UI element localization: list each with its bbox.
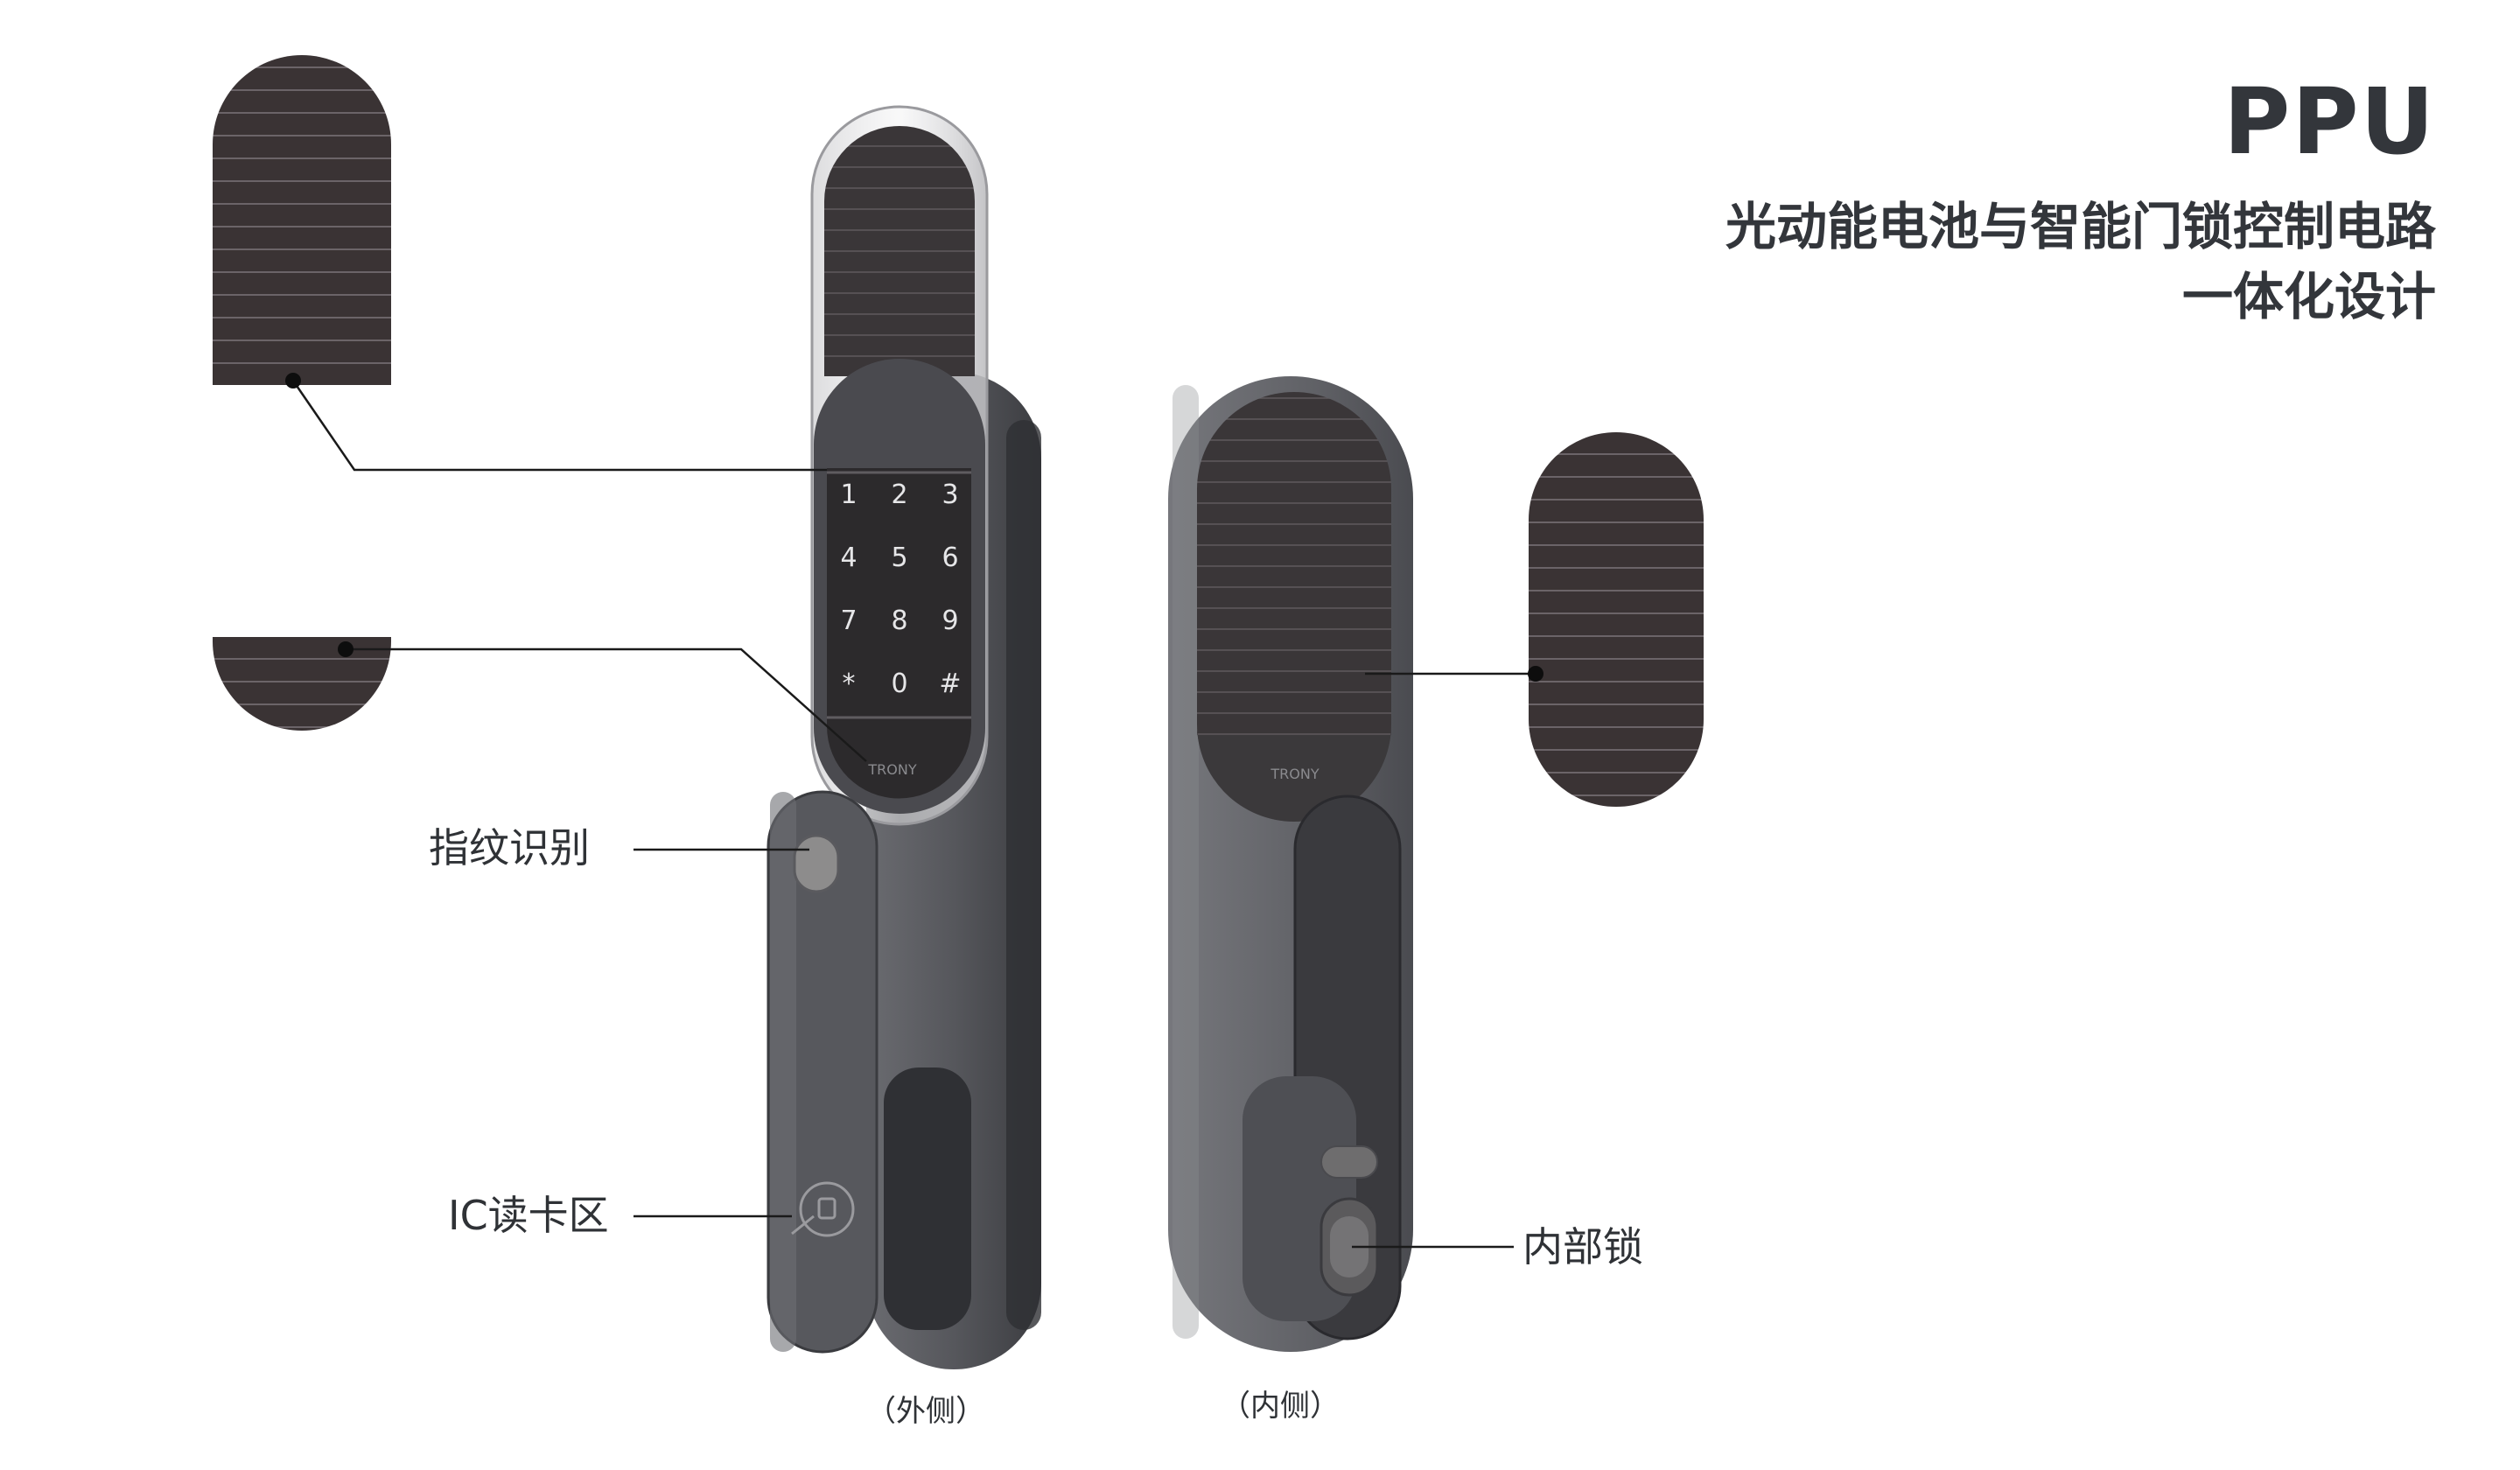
- solar-swatch-top: [213, 55, 391, 385]
- solar-swatch-bottom: [213, 637, 391, 731]
- caption-outside: （外侧）: [866, 1394, 985, 1429]
- keypad-key: #: [939, 668, 961, 699]
- callout-fingerprint: 指纹识别: [429, 824, 590, 872]
- lock-logo: TRONY: [867, 761, 916, 778]
- caption-inside: （内侧）: [1221, 1389, 1340, 1424]
- solar-swatch-right: [1529, 432, 1704, 807]
- keypad-key: 9: [942, 606, 958, 636]
- outside-lock: TRONY 1 2 3 4 5 6 7 8 9 * 0 #: [766, 105, 1041, 1369]
- subtitle-line-2: 一体化设计: [2181, 267, 2436, 326]
- leader-lines: [291, 380, 1536, 1249]
- fingerprint-sensor: [793, 834, 840, 893]
- keypad-key: *: [843, 668, 856, 699]
- keypad-key: 3: [942, 480, 958, 510]
- keypad: 1 2 3 4 5 6 7 8 9 * 0 #: [840, 480, 961, 699]
- keypad-key: 6: [942, 542, 958, 573]
- keypad-key: 5: [891, 542, 907, 573]
- keypad-key: 7: [840, 606, 857, 636]
- callout-inner-lock: 内部锁: [1522, 1223, 1643, 1270]
- ic-card-icon: [791, 1181, 855, 1237]
- keypad-key: 2: [891, 480, 907, 510]
- keypad-key: 8: [891, 606, 907, 636]
- keypad-key: 1: [840, 480, 857, 510]
- subtitle-line-1: 光动能电池与智能门锁控制电路: [1725, 197, 2436, 256]
- keypad-key: 0: [891, 668, 907, 699]
- lock-logo-inside: TRONY: [1270, 766, 1319, 782]
- privacy-slider: [1320, 1145, 1378, 1179]
- inside-lock: TRONY: [1168, 376, 1413, 1352]
- keypad-key: 4: [840, 542, 857, 573]
- brand-title: PPU: [2223, 68, 2436, 175]
- callout-ic-reader: IC读卡区: [448, 1192, 609, 1239]
